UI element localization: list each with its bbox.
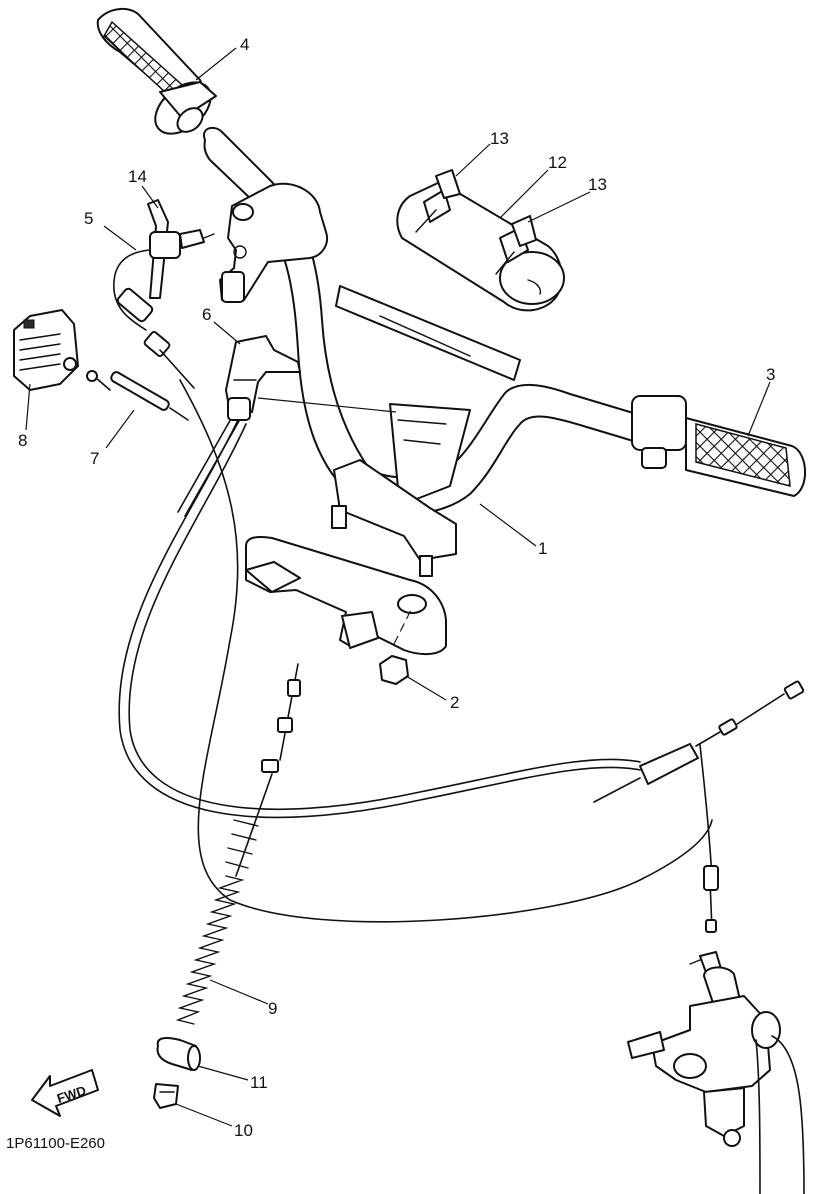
callout-12: 12 xyxy=(548,153,567,172)
right-grip xyxy=(631,395,807,497)
callout-numbers: 4 14 5 6 8 7 13 12 13 3 1 2 9 11 10 xyxy=(18,35,775,1140)
callout-5: 5 xyxy=(84,209,93,228)
callout-14: 14 xyxy=(128,167,147,186)
upper-holder xyxy=(331,403,471,577)
small-cable xyxy=(86,370,189,421)
callout-2: 2 xyxy=(450,693,459,712)
callout-4: 4 xyxy=(240,35,249,54)
carburetor xyxy=(627,951,805,1194)
choke-bracket xyxy=(113,199,215,389)
callout-7: 7 xyxy=(90,449,99,468)
figure-code: 1P61100-E260 xyxy=(6,1135,105,1152)
carb-throttle-cable xyxy=(593,680,805,933)
throttle-cable-loop xyxy=(118,419,641,819)
callout-6: 6 xyxy=(202,305,211,324)
handlebar xyxy=(202,126,651,515)
flange-nut xyxy=(379,607,413,685)
forward-direction-arrow: FWD xyxy=(31,1069,99,1117)
callout-8: 8 xyxy=(18,431,27,450)
right-grip-spare xyxy=(396,169,565,312)
callout-10: 10 xyxy=(234,1121,253,1140)
handlebar-switch xyxy=(13,309,79,391)
callout-9: 9 xyxy=(268,999,277,1018)
callout-1: 1 xyxy=(538,539,547,558)
short-cable-upper xyxy=(177,409,244,517)
brake-cable-loop xyxy=(179,379,713,923)
callout-13b: 13 xyxy=(588,175,607,194)
cable-end-sleeve xyxy=(156,1037,201,1071)
left-lever-perch xyxy=(219,182,328,303)
cable-end-cap xyxy=(153,1083,179,1109)
throttle-housing xyxy=(225,335,301,421)
left-grip xyxy=(96,8,217,135)
lower-bracket xyxy=(245,536,447,656)
callout-11: 11 xyxy=(250,1073,268,1092)
leader-lines xyxy=(25,47,771,1127)
callout-3: 3 xyxy=(766,365,775,384)
callout-13a: 13 xyxy=(490,129,509,148)
spring-cable xyxy=(175,663,301,1025)
